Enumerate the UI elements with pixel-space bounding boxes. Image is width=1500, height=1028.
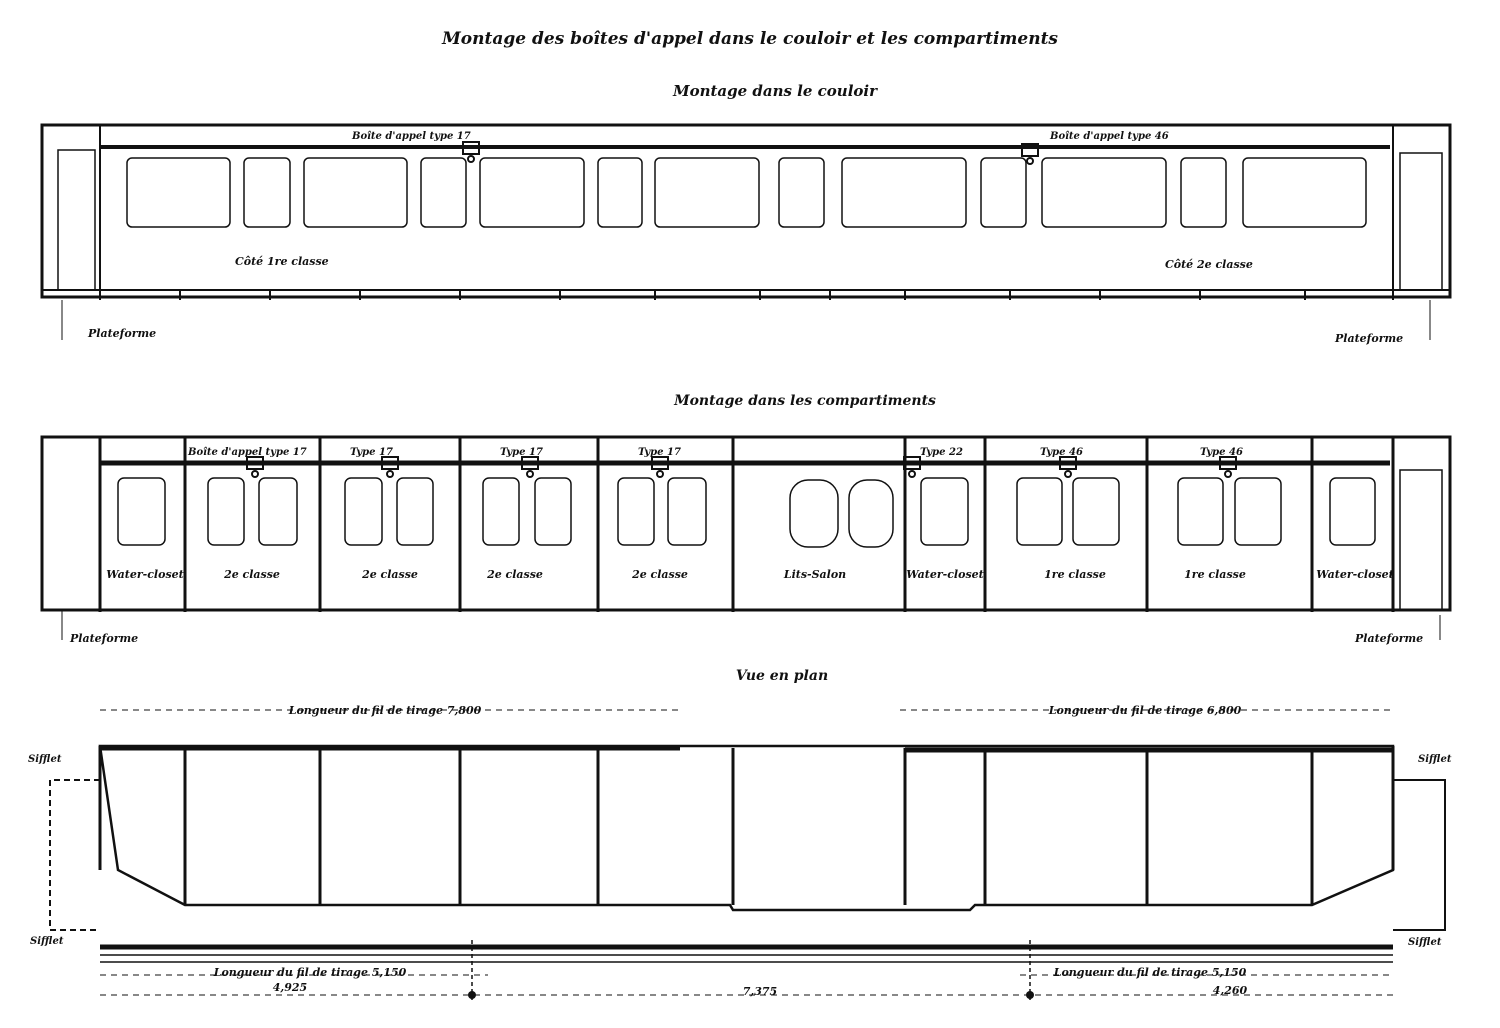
compartment-label: 2e classe bbox=[361, 568, 418, 581]
wire-length-right: Longueur du fil de tirage 6,800 bbox=[1048, 704, 1242, 717]
platform-door bbox=[1399, 152, 1443, 291]
car-plan-outline bbox=[98, 744, 1395, 912]
window bbox=[258, 477, 298, 546]
pull-ring-icon bbox=[526, 470, 534, 478]
window bbox=[479, 157, 585, 228]
compartment-label: 2e classe bbox=[223, 568, 280, 581]
compartment-label: 1re classe bbox=[1044, 568, 1106, 581]
plan-view: Vue en plan Longueur du fil de tirage 7,… bbox=[28, 668, 1452, 1000]
window bbox=[1016, 477, 1063, 546]
window bbox=[1242, 157, 1367, 228]
window bbox=[667, 477, 707, 546]
window bbox=[980, 157, 1027, 228]
call-box-label-right: Boîte d'appel type 46 bbox=[1049, 131, 1169, 142]
window bbox=[420, 157, 467, 228]
side-label-left: Côté 1re classe bbox=[235, 255, 329, 268]
compartment-label: Lits-Salon bbox=[783, 568, 846, 581]
dimension-dot bbox=[468, 991, 476, 999]
window bbox=[303, 157, 408, 228]
window bbox=[482, 477, 520, 546]
window bbox=[617, 477, 655, 546]
corridor-heading: Montage dans le couloir bbox=[672, 82, 878, 100]
whistle-label-br: Sifflet bbox=[1408, 937, 1442, 948]
window bbox=[207, 477, 245, 546]
platform-label-left: Plateforme bbox=[87, 327, 156, 340]
pull-ring-icon bbox=[908, 470, 916, 478]
whistle-label-tl: Sifflet bbox=[28, 754, 62, 765]
platform-outline bbox=[1393, 779, 1446, 931]
compartment-label: 2e classe bbox=[486, 568, 543, 581]
window bbox=[534, 477, 572, 546]
platform-label-left: Plateforme bbox=[69, 632, 138, 645]
compartment-label: 1re classe bbox=[1184, 568, 1246, 581]
window bbox=[243, 157, 291, 228]
window bbox=[1072, 477, 1120, 546]
pull-ring-icon bbox=[1224, 470, 1232, 478]
compartments-heading: Montage dans les compartiments bbox=[673, 393, 936, 409]
call-box-label: Type 46 bbox=[1200, 447, 1243, 458]
car-body-outline bbox=[40, 435, 1452, 612]
window bbox=[597, 157, 643, 228]
compartment-label: 2e classe bbox=[631, 568, 688, 581]
dimension-right: 4,260 bbox=[1213, 984, 1248, 997]
window bbox=[654, 157, 760, 228]
window bbox=[1234, 477, 1282, 546]
call-box-icon bbox=[1021, 143, 1039, 157]
window bbox=[778, 157, 825, 228]
pull-ring-icon bbox=[1064, 470, 1072, 478]
window bbox=[841, 157, 967, 228]
call-box-label: Type 22 bbox=[920, 447, 963, 458]
corridor-elevation: Montage dans le couloir Boîte d'appel ty… bbox=[40, 82, 1452, 345]
side-label-right: Côté 2e classe bbox=[1165, 258, 1253, 271]
platform-label-right: Plateforme bbox=[1334, 332, 1403, 345]
sheet-title: Montage des boîtes d'appel dans le coulo… bbox=[441, 29, 1058, 49]
bottom-wire-right: Longueur du fil de tirage 5,150 bbox=[1053, 966, 1247, 979]
pull-ring-icon bbox=[251, 470, 259, 478]
call-box-label: Type 46 bbox=[1040, 447, 1083, 458]
dimension-center: 7,375 bbox=[743, 985, 777, 998]
call-box-label: Type 17 bbox=[500, 447, 543, 458]
call-box-label: Type 17 bbox=[350, 447, 393, 458]
call-box-label: Boîte d'appel type 17 bbox=[187, 447, 307, 458]
window bbox=[789, 479, 839, 548]
window bbox=[1329, 477, 1376, 546]
bottom-wire-left: Longueur du fil de tirage 5,150 bbox=[213, 966, 407, 979]
dimension-left: 4,925 bbox=[273, 981, 307, 994]
window bbox=[920, 477, 969, 546]
compartment-label: Water-closet bbox=[106, 568, 183, 581]
call-box-label-left: Boîte d'appel type 17 bbox=[351, 131, 471, 142]
pull-ring-icon bbox=[1026, 157, 1034, 165]
window bbox=[344, 477, 383, 546]
wire-length-left: Longueur du fil de tirage 7,800 bbox=[288, 704, 482, 717]
call-box-label: Type 17 bbox=[638, 447, 681, 458]
window bbox=[1041, 157, 1167, 228]
pull-ring-icon bbox=[386, 470, 394, 478]
compartment-label: Water-closet bbox=[1316, 568, 1393, 581]
window bbox=[117, 477, 166, 546]
car-body-outline bbox=[40, 123, 1452, 299]
whistle-label-tr: Sifflet bbox=[1418, 754, 1452, 765]
pull-ring-icon bbox=[656, 470, 664, 478]
window bbox=[396, 477, 434, 546]
window bbox=[1180, 157, 1227, 228]
whistle-label-bl: Sifflet bbox=[30, 936, 64, 947]
platform-label-right: Plateforme bbox=[1354, 632, 1423, 645]
compartment-elevation: Type 46 Type 46 Type 22 Type 17 Type 17 Type … bbox=[40, 393, 1452, 645]
platform-outline bbox=[49, 779, 100, 931]
window bbox=[848, 479, 894, 548]
window bbox=[1177, 477, 1224, 546]
pull-ring-icon bbox=[467, 155, 475, 163]
platform-door bbox=[57, 149, 96, 291]
plan-heading: Vue en plan bbox=[736, 668, 828, 684]
compartment-label: Water-closet bbox=[906, 568, 983, 581]
window bbox=[126, 157, 231, 228]
platform-door bbox=[1399, 469, 1443, 611]
